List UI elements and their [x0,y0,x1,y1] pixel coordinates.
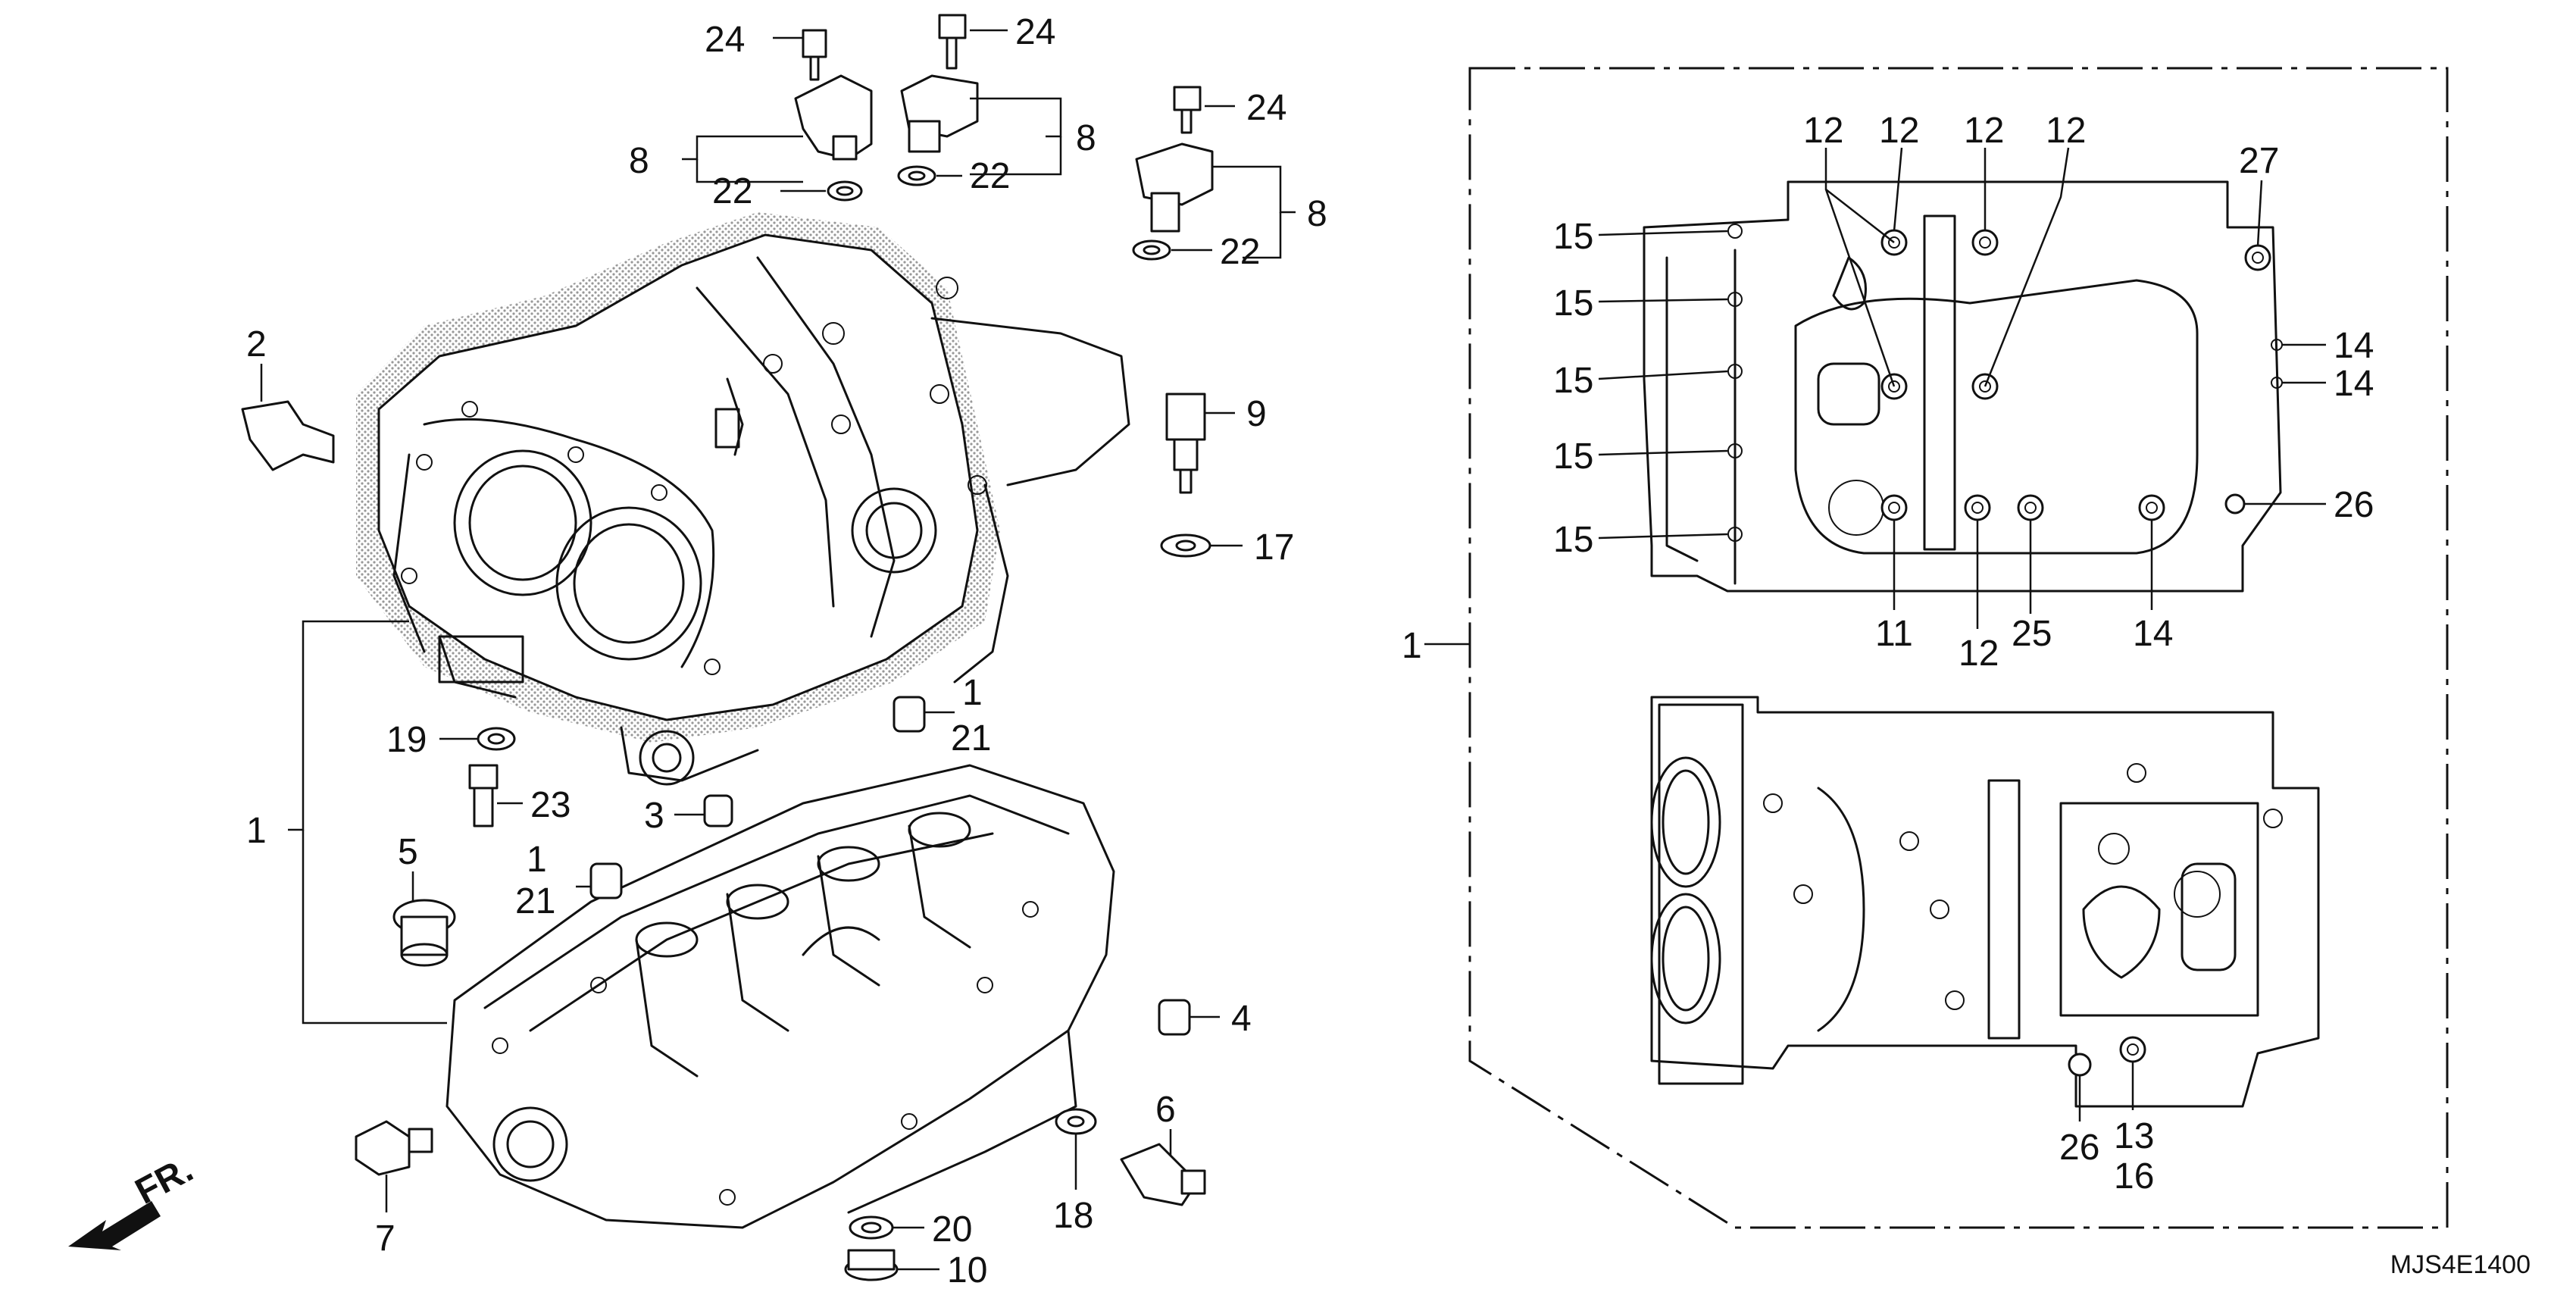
washer-19 [477,727,516,751]
callout-1d: 1 [1402,626,1422,666]
callout-12a: 12 [1803,111,1843,151]
callout-18: 18 [1053,1196,1093,1236]
callout-15c: 15 [1553,361,1593,401]
washer-20 [849,1215,894,1240]
dowel-21a [893,696,926,733]
switch-7 [355,1120,433,1176]
sensor-right [1132,86,1214,261]
switch-6 [1120,1143,1206,1206]
callout-7: 7 [375,1218,395,1259]
lower-crankcase [445,764,1115,1229]
small-parts [241,14,1214,1281]
callout-14c: 14 [2133,614,2173,654]
callout-15d: 15 [1553,436,1593,477]
callout-5: 5 [398,832,418,872]
callout-1b: 1 [246,811,267,851]
callout-12d: 12 [2046,111,2086,151]
callout-15b: 15 [1553,283,1593,324]
front-direction-arrow: FR. [68,1150,199,1250]
crankcase-view-top [1643,180,2283,593]
callout-9: 9 [1246,394,1267,434]
callout-26: 26 [2334,485,2374,525]
dowel-4 [1158,999,1191,1036]
callout-26-lower: 26 [2059,1128,2099,1168]
callout-24b: 24 [1015,12,1055,52]
callout-13: 13 [2114,1116,2154,1156]
callout-12e: 12 [1959,633,1999,674]
callout-20: 20 [932,1209,972,1250]
callout-21a: 21 [951,718,991,759]
callout-6: 6 [1155,1090,1176,1130]
crankcase-view-bottom [1650,696,2320,1108]
dowel-21b [589,862,623,899]
callout-1a: 1 [962,673,983,713]
callout-12c: 12 [1964,111,2004,151]
dowel-3 [703,794,733,827]
callout-15e: 15 [1553,520,1593,560]
callout-22b: 22 [970,156,1010,196]
callout-1c: 1 [527,840,547,880]
callout-14b: 14 [2334,364,2374,404]
callout-2: 2 [246,324,267,364]
callout-27: 27 [2239,141,2279,181]
callout-17: 17 [1254,527,1294,568]
plug-5 [392,899,456,967]
callout-12b: 12 [1879,111,1919,151]
temp-sensor [1160,393,1211,558]
callout-22a: 22 [712,171,752,211]
callout-19: 19 [386,720,427,760]
plug-10 [844,1249,899,1281]
upper-crankcase [356,212,1130,786]
callout-21b: 21 [515,881,555,921]
callout-11: 11 [1875,614,1913,654]
left-leaders [260,29,1296,1271]
callout-23: 23 [530,785,571,825]
front-label: FR. [129,1150,199,1212]
callout-4: 4 [1231,999,1252,1039]
callout-8a: 8 [629,141,649,181]
right-callouts: 12 12 12 12 27 15 15 15 15 15 14 14 26 1… [1553,111,2374,1197]
callout-24c: 24 [1246,88,1286,128]
diagram-code: MJS4E1400 [2390,1250,2531,1279]
callout-24a: 24 [705,20,745,60]
left-callouts: 24 24 24 8 8 8 22 22 22 2 9 17 1 21 19 2… [246,12,1327,1290]
right-leaders [1598,147,2326,1122]
sensor-left [794,29,873,202]
callout-15a: 15 [1553,217,1593,257]
callout-25: 25 [2012,614,2052,654]
breather-plate [241,400,335,471]
sensor-middle [897,14,979,186]
washer-18 [1055,1108,1097,1135]
callout-8b: 8 [1076,118,1096,158]
callout-22c: 22 [1220,232,1260,272]
bolt-23 [468,764,499,827]
callout-14a: 14 [2334,326,2374,366]
callout-10: 10 [947,1250,987,1288]
callout-16: 16 [2114,1156,2154,1197]
callout-3: 3 [644,796,664,836]
callout-8c: 8 [1307,194,1327,234]
